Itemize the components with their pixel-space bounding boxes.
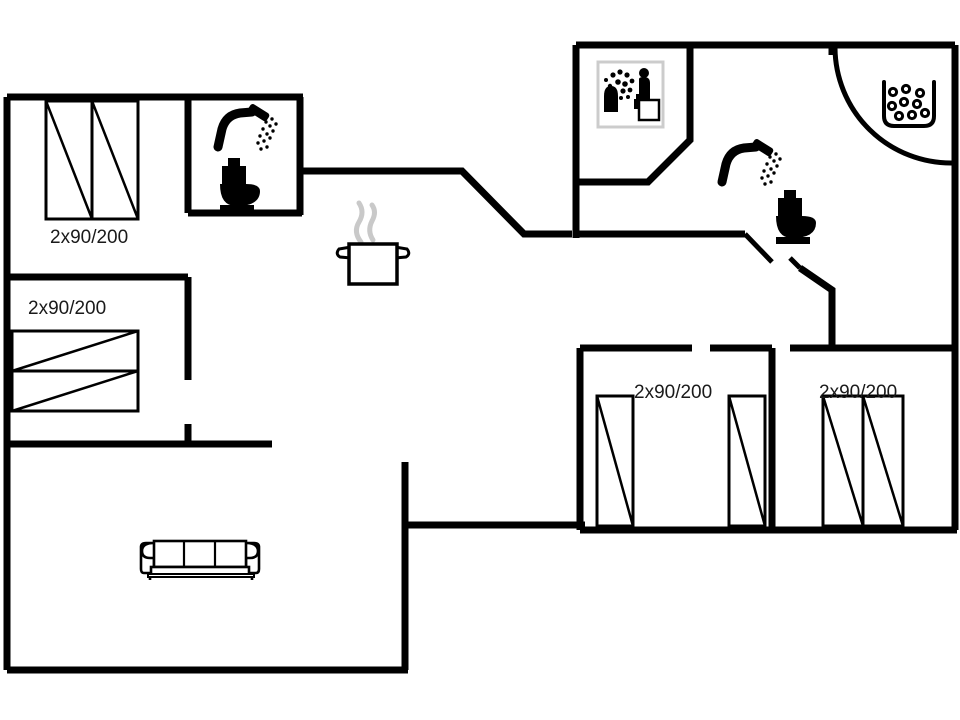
toilet-icon [776, 190, 816, 244]
bed-size-label: 2x90/200 [819, 382, 898, 403]
whirlpool-icon [882, 80, 936, 128]
bed-diagonal [861, 395, 905, 527]
shower-toilet-icon [717, 139, 816, 244]
bed-group-mid-right [595, 394, 767, 528]
sauna-steam-icon [604, 69, 635, 100]
bed-size-label: 2x90/200 [28, 298, 107, 319]
shower-arm-icon [213, 107, 257, 152]
sofa-back-icon [152, 539, 248, 569]
door-arc-whirlpool [832, 47, 953, 166]
walls-right-block [572, 41, 959, 534]
wall-hall-right-diagonal [798, 265, 836, 350]
sauna-icon [596, 60, 665, 129]
door-swings [743, 232, 802, 270]
sofa-base-icon [147, 573, 255, 578]
bed-group-top-left [44, 99, 140, 221]
toilet-icon [220, 158, 260, 213]
bed-group-mid-left [10, 329, 140, 413]
door-swing-bathroom-right [743, 232, 774, 264]
shower-toilet-icon [213, 104, 278, 213]
sauna-person-icon [634, 68, 650, 109]
door-arc-corner-bath [832, 47, 953, 166]
bed-diagonal [11, 369, 139, 413]
bed-group-far-right [821, 394, 905, 528]
bed-diagonal [821, 395, 865, 527]
bed-diagonal [44, 100, 94, 220]
shower-arm-icon [717, 142, 761, 187]
pot-body-icon [347, 242, 399, 286]
steam-icon [353, 200, 377, 245]
whirlpool-bubbles-icon [886, 83, 931, 122]
wall-sauna-enclosure [578, 45, 694, 186]
whirlpool-tub-icon [882, 80, 936, 128]
walls-left-block [3, 93, 585, 674]
shower-head-icon [248, 104, 270, 122]
shower-water-icon [256, 117, 278, 151]
bed-diagonal [11, 329, 139, 373]
cooking-pot-icon [335, 200, 411, 286]
sofa-icon [139, 539, 261, 580]
walls-kitchen [303, 167, 572, 238]
bed-diagonal [727, 395, 767, 527]
sauna-stove-icon [604, 86, 618, 112]
shower-water-icon [760, 152, 782, 186]
shower-head-icon [752, 139, 774, 157]
wall-kitchen-top-diagonal [303, 167, 572, 238]
sauna-bench-icon [637, 98, 661, 122]
door-swing-hall [788, 256, 802, 270]
bed-diagonal [595, 395, 635, 527]
sofa-cushion-dividers-icon [182, 541, 217, 567]
bed-diagonal [90, 100, 140, 220]
bed-size-label: 2x90/200 [634, 382, 713, 403]
bed-size-label: 2x90/200 [50, 227, 129, 248]
